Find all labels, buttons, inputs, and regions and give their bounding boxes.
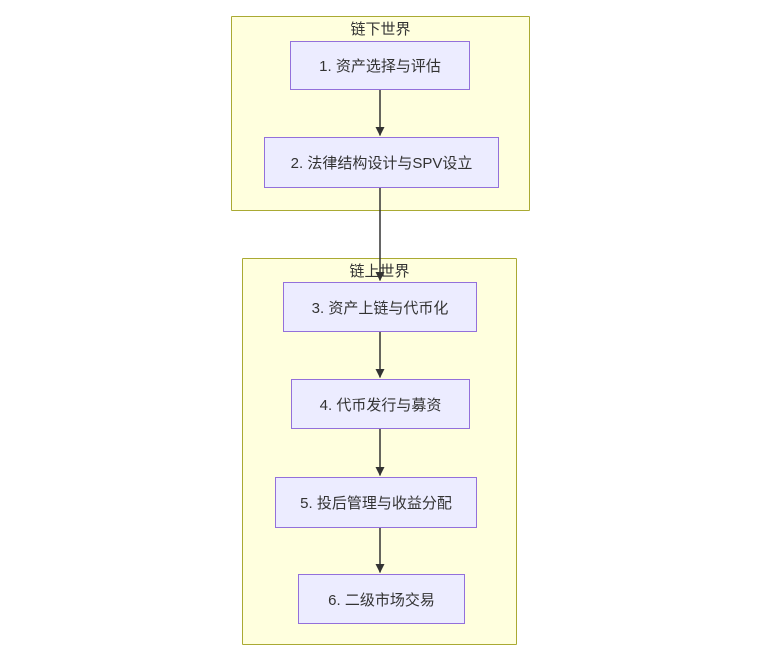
node-token-issuance-fundraising: 4. 代币发行与募资	[291, 379, 470, 429]
subgraph-onchain-title: 链上世界	[349, 263, 410, 280]
subgraph-offchain-title: 链下世界	[350, 21, 411, 38]
node-asset-onchain-tokenization: 3. 资产上链与代币化	[283, 282, 477, 332]
node-asset-selection: 1. 资产选择与评估	[290, 41, 470, 90]
node-post-investment-distribution: 5. 投后管理与收益分配	[275, 477, 477, 528]
node-secondary-market-trading: 6. 二级市场交易	[298, 574, 465, 624]
node-legal-structure-spv: 2. 法律结构设计与SPV设立	[264, 137, 499, 188]
